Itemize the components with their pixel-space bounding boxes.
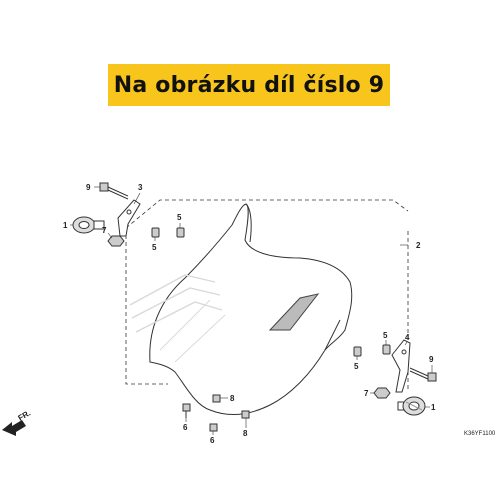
callout-5-top: 5 [177,213,182,222]
clip-nut-right-lower [353,346,362,357]
callout-1-left: 1 [63,221,68,230]
callout-1-right: 1 [431,403,436,412]
right-nut [373,387,391,399]
clip-nut-right-upper [382,344,391,355]
right-bracket [391,339,411,393]
callout-7-left: 7 [102,226,107,235]
direction-label: FR. [17,408,33,422]
callout-3: 3 [138,183,143,192]
callout-7-right: 7 [364,389,369,398]
callout-4: 4 [405,333,410,342]
clip-nut-left-upper [151,227,160,238]
part-number-banner: Na obrázku díl číslo 9 [108,64,390,106]
bottom-screw-right [209,423,218,432]
right-grommet [397,396,426,416]
callout-labels: 9 3 1 7 5 5 2 5 5 4 9 7 1 8 6 6 8 [63,183,436,445]
callout-5-right2: 5 [354,362,359,371]
leader-lines [70,186,433,435]
left-bracket [117,199,141,237]
clip-nut-left-mid [176,227,185,238]
callout-2: 2 [416,241,421,250]
brand-wing-watermark [129,274,223,333]
left-grommet [72,216,105,234]
callout-6-a: 6 [183,423,188,432]
bottom-clip-left [212,394,221,403]
callout-9-left: 9 [86,183,91,192]
callout-5-right1: 5 [383,331,388,340]
banner-text: Na obrázku díl číslo 9 [113,72,385,98]
callout-8-b: 8 [243,429,248,438]
bottom-screw-left [182,403,191,418]
front-fender [149,203,353,415]
left-bolt [99,182,129,200]
callout-9-right: 9 [429,355,434,364]
drawing-code: K36YF1100 [464,431,496,437]
front-direction-arrow-icon: FR. [2,408,32,436]
callout-5-left: 5 [152,243,157,252]
callout-8-a: 8 [230,394,235,403]
bottom-clip-right [241,410,250,419]
callout-6-b: 6 [210,436,215,445]
left-nut [107,235,125,247]
